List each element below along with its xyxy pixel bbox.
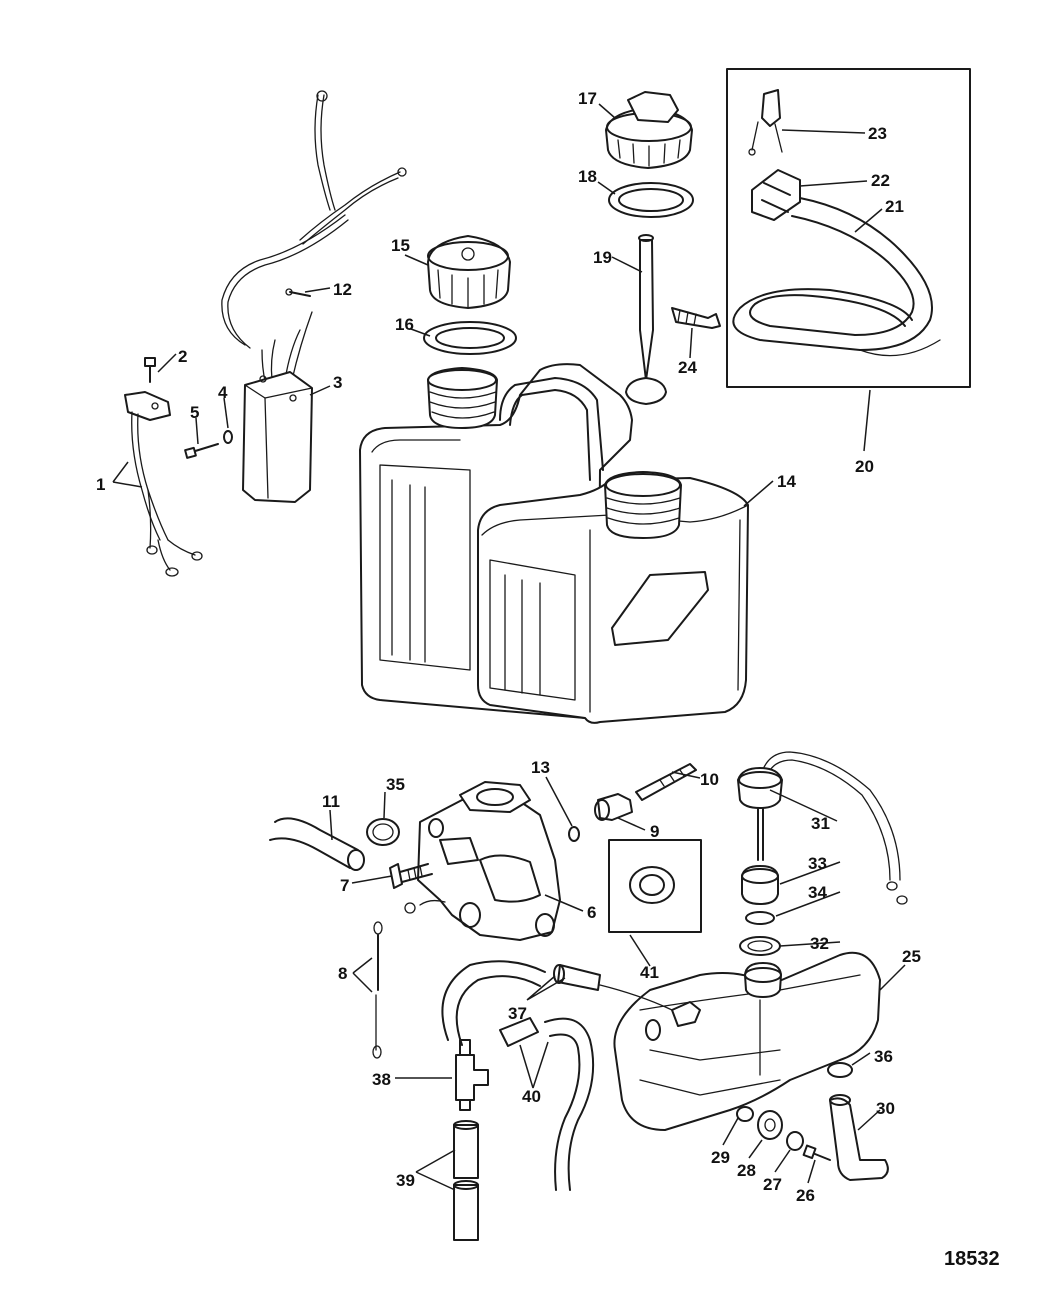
screw-part-12	[285, 288, 311, 297]
callout-15: 15	[391, 236, 410, 255]
screw-part-5	[184, 443, 219, 459]
screw-part-2	[144, 357, 156, 383]
callout-9: 9	[650, 822, 659, 841]
callout-41: 41	[640, 963, 659, 982]
callout-6: 6	[587, 903, 596, 922]
figure-number: 18532	[944, 1248, 1000, 1270]
wire-link-part-8	[372, 921, 383, 1059]
callout-8: 8	[338, 964, 347, 983]
callout-36: 36	[874, 1047, 893, 1066]
gasket-part-32	[739, 936, 781, 956]
callout-34: 34	[808, 883, 827, 902]
callout-4: 4	[218, 383, 228, 402]
oring-part-13	[568, 826, 580, 842]
washer-part-4	[223, 430, 233, 444]
gasket-part-16	[423, 321, 517, 355]
wiring-harness-drawing	[221, 90, 407, 386]
hose-part-40	[499, 1017, 595, 1191]
oil-tank-part-14	[359, 363, 749, 724]
callout-13: 13	[531, 758, 550, 777]
check-valve-part-9	[594, 793, 633, 821]
callout-18: 18	[578, 167, 597, 186]
callout-11: 11	[322, 792, 340, 811]
oil-pump-part-6	[404, 781, 561, 941]
hose-part-39	[453, 1120, 479, 1241]
leader-lines	[112, 103, 906, 1191]
washer-part-27	[786, 1131, 804, 1151]
callout-14: 14	[777, 472, 796, 491]
spacer-part-33	[741, 865, 779, 905]
callout-40: 40	[522, 1087, 541, 1106]
callout-24: 24	[678, 358, 697, 377]
clamp-part-36	[827, 1062, 853, 1078]
sensor-part-1	[124, 391, 203, 577]
oil-reservoir-part-25	[613, 951, 881, 1131]
bolt-part-7	[389, 863, 433, 889]
callout-33: 33	[808, 854, 827, 873]
callout-12: 12	[333, 280, 352, 299]
clamp-part-35	[366, 818, 400, 846]
callout-5: 5	[190, 403, 199, 422]
pickup-tube-part-19	[625, 234, 667, 405]
callout-7: 7	[340, 876, 349, 895]
callout-19: 19	[593, 248, 612, 267]
rod-part-10	[635, 763, 697, 801]
callout-37: 37	[508, 1004, 527, 1023]
sender-part-31	[737, 751, 908, 905]
callout-10: 10	[700, 770, 719, 789]
callout-labels: 1 2 3 4 5 6 7 8 9 10 11 12 13 14 15 16 1…	[96, 89, 921, 1205]
tee-fitting-part-38	[455, 1039, 489, 1111]
gasket-part-18	[608, 182, 694, 218]
tank-cap-part-15	[427, 235, 511, 309]
fitting-part-41	[608, 839, 702, 933]
fitting-part-24	[671, 307, 721, 329]
callout-32: 32	[810, 934, 829, 953]
callout-17: 17	[578, 89, 597, 108]
callout-30: 30	[876, 1099, 895, 1118]
hose-kit-part-20	[726, 68, 971, 388]
callout-25: 25	[902, 947, 921, 966]
hose-part-11	[269, 817, 365, 871]
callout-26: 26	[796, 1186, 815, 1205]
callout-20: 20	[855, 457, 874, 476]
callout-2: 2	[178, 347, 187, 366]
callout-23: 23	[868, 124, 887, 143]
grommet-part-28	[757, 1110, 783, 1140]
callout-27: 27	[763, 1175, 782, 1194]
callout-28: 28	[737, 1161, 756, 1180]
callout-35: 35	[386, 775, 405, 794]
callout-22: 22	[871, 171, 890, 190]
switch-box-part-3	[242, 371, 313, 503]
screw-part-26	[802, 1144, 831, 1161]
callout-3: 3	[333, 373, 342, 392]
hose-part-37	[441, 960, 673, 1046]
callout-31: 31	[811, 814, 830, 833]
callout-39: 39	[396, 1171, 415, 1190]
callout-16: 16	[395, 315, 414, 334]
hose-part-30	[829, 1094, 889, 1181]
lockwasher-part-34	[745, 911, 775, 925]
callout-1: 1	[96, 475, 105, 494]
callout-21: 21	[885, 197, 904, 216]
callout-38: 38	[372, 1070, 391, 1089]
bushing-part-29	[736, 1106, 754, 1122]
callout-29: 29	[711, 1148, 730, 1167]
filler-cap-part-17	[605, 91, 693, 169]
